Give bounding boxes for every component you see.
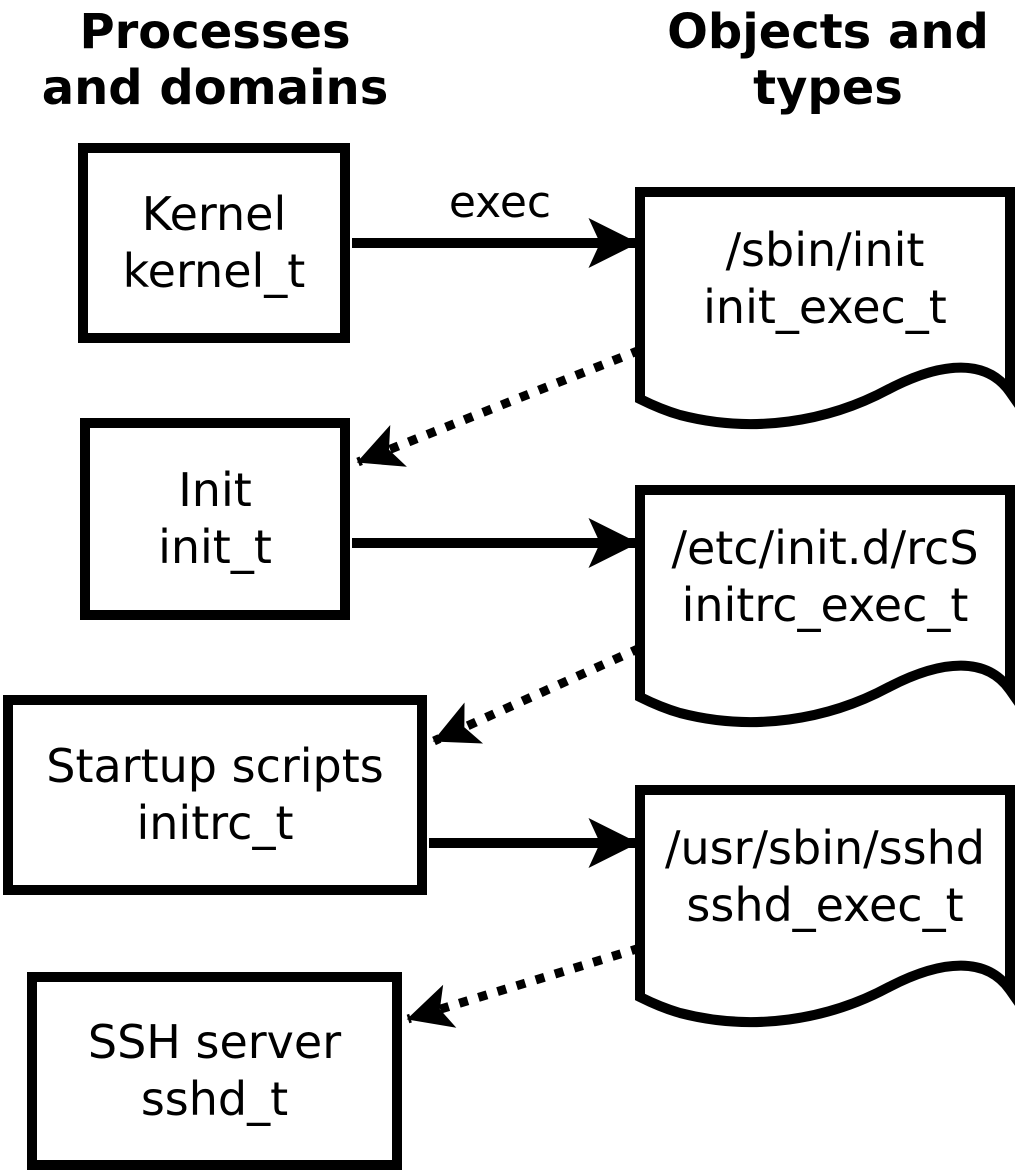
object-path: /usr/sbin/sshd [665,821,985,875]
process-box-init: Init init_t [80,418,350,620]
process-box-kernel: Kernel kernel_t [78,143,350,343]
column-header-objects: Objects and types [622,4,1024,116]
document-shape-sbin-init [635,187,1015,430]
process-domain-type: kernel_t [122,244,306,298]
document-shape-usr-sbin-sshd [635,785,1015,1028]
process-name: SSH server [87,1015,342,1069]
exec-arrow-label: exec [448,177,552,228]
process-name: Kernel [141,187,287,241]
process-box-startup-scripts: Startup scripts initrc_t [3,695,427,895]
process-domain-type: initrc_t [136,796,294,850]
object-label-etc-initd-rcs: /etc/init.d/rcS initrc_exec_t [640,520,1010,634]
transition-arrow-to-init-t [356,345,642,467]
process-domain-type: sshd_t [140,1072,289,1126]
header-objects-line2: types [753,60,903,116]
column-header-processes: Processes and domains [10,4,420,116]
object-type: init_exec_t [703,280,947,334]
process-box-ssh-server: SSH server sshd_t [27,972,402,1170]
transition-arrow-to-initrc-t [432,643,642,746]
header-processes-line2: and domains [41,60,389,116]
process-name: Init [178,463,252,517]
header-objects-line1: Objects and [667,4,989,60]
object-label-usr-sbin-sshd: /usr/sbin/sshd sshd_exec_t [640,820,1010,934]
object-type: sshd_exec_t [686,878,964,932]
header-processes-line1: Processes [79,4,351,60]
process-domain-type: init_t [158,520,272,574]
object-label-sbin-init: /sbin/init init_exec_t [640,222,1010,336]
transition-arrow-to-sshd-t [406,943,642,1028]
process-name: Startup scripts [46,739,384,793]
object-path: /sbin/init [725,223,925,277]
document-shape-etc-initd-rcs [635,485,1015,728]
object-type: initrc_exec_t [681,578,969,632]
object-path: /etc/init.d/rcS [671,521,979,575]
